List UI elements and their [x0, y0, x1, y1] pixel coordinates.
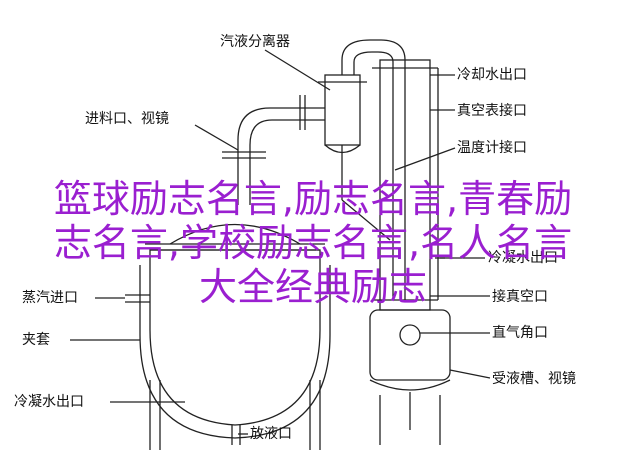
label-discharge: 放液口 [250, 426, 292, 442]
label-feed-inlet: 进料口、视镜 [85, 111, 169, 127]
feed-pipe [237, 107, 325, 205]
label-vacuum-port: 接真空口 [492, 289, 548, 305]
label-vacuum-gauge: 真空表接口 [457, 103, 527, 119]
label-receiver: 受液槽、视镜 [492, 371, 576, 387]
overlay-line-2: 志名言,学校励志名言,名人名言 [53, 221, 573, 265]
main-vessel [149, 249, 321, 426]
vapor-pipe [341, 39, 406, 300]
label-thermometer: 温度计接口 [457, 140, 527, 156]
label-elbow-valve: 直气角口 [492, 325, 548, 341]
overlay-line-3: 大全经典励志 [198, 265, 427, 309]
jacket-shell [139, 265, 331, 439]
label-extra-port: 冷凝水出口 [488, 250, 558, 266]
receiver-tank [369, 309, 451, 381]
label-cooling-water: 冷却水出口 [457, 67, 527, 83]
label-steam-inlet: 蒸汽进口 [22, 290, 78, 306]
label-jacket: 夹套 [22, 332, 50, 348]
label-cond-water: 冷凝水出口 [14, 394, 84, 410]
separator-vessel [324, 74, 361, 146]
overlay-line-1: 篮球励志名言,励志名言,青春励 [53, 177, 573, 221]
label-separator: 汽液分离器 [220, 34, 290, 50]
